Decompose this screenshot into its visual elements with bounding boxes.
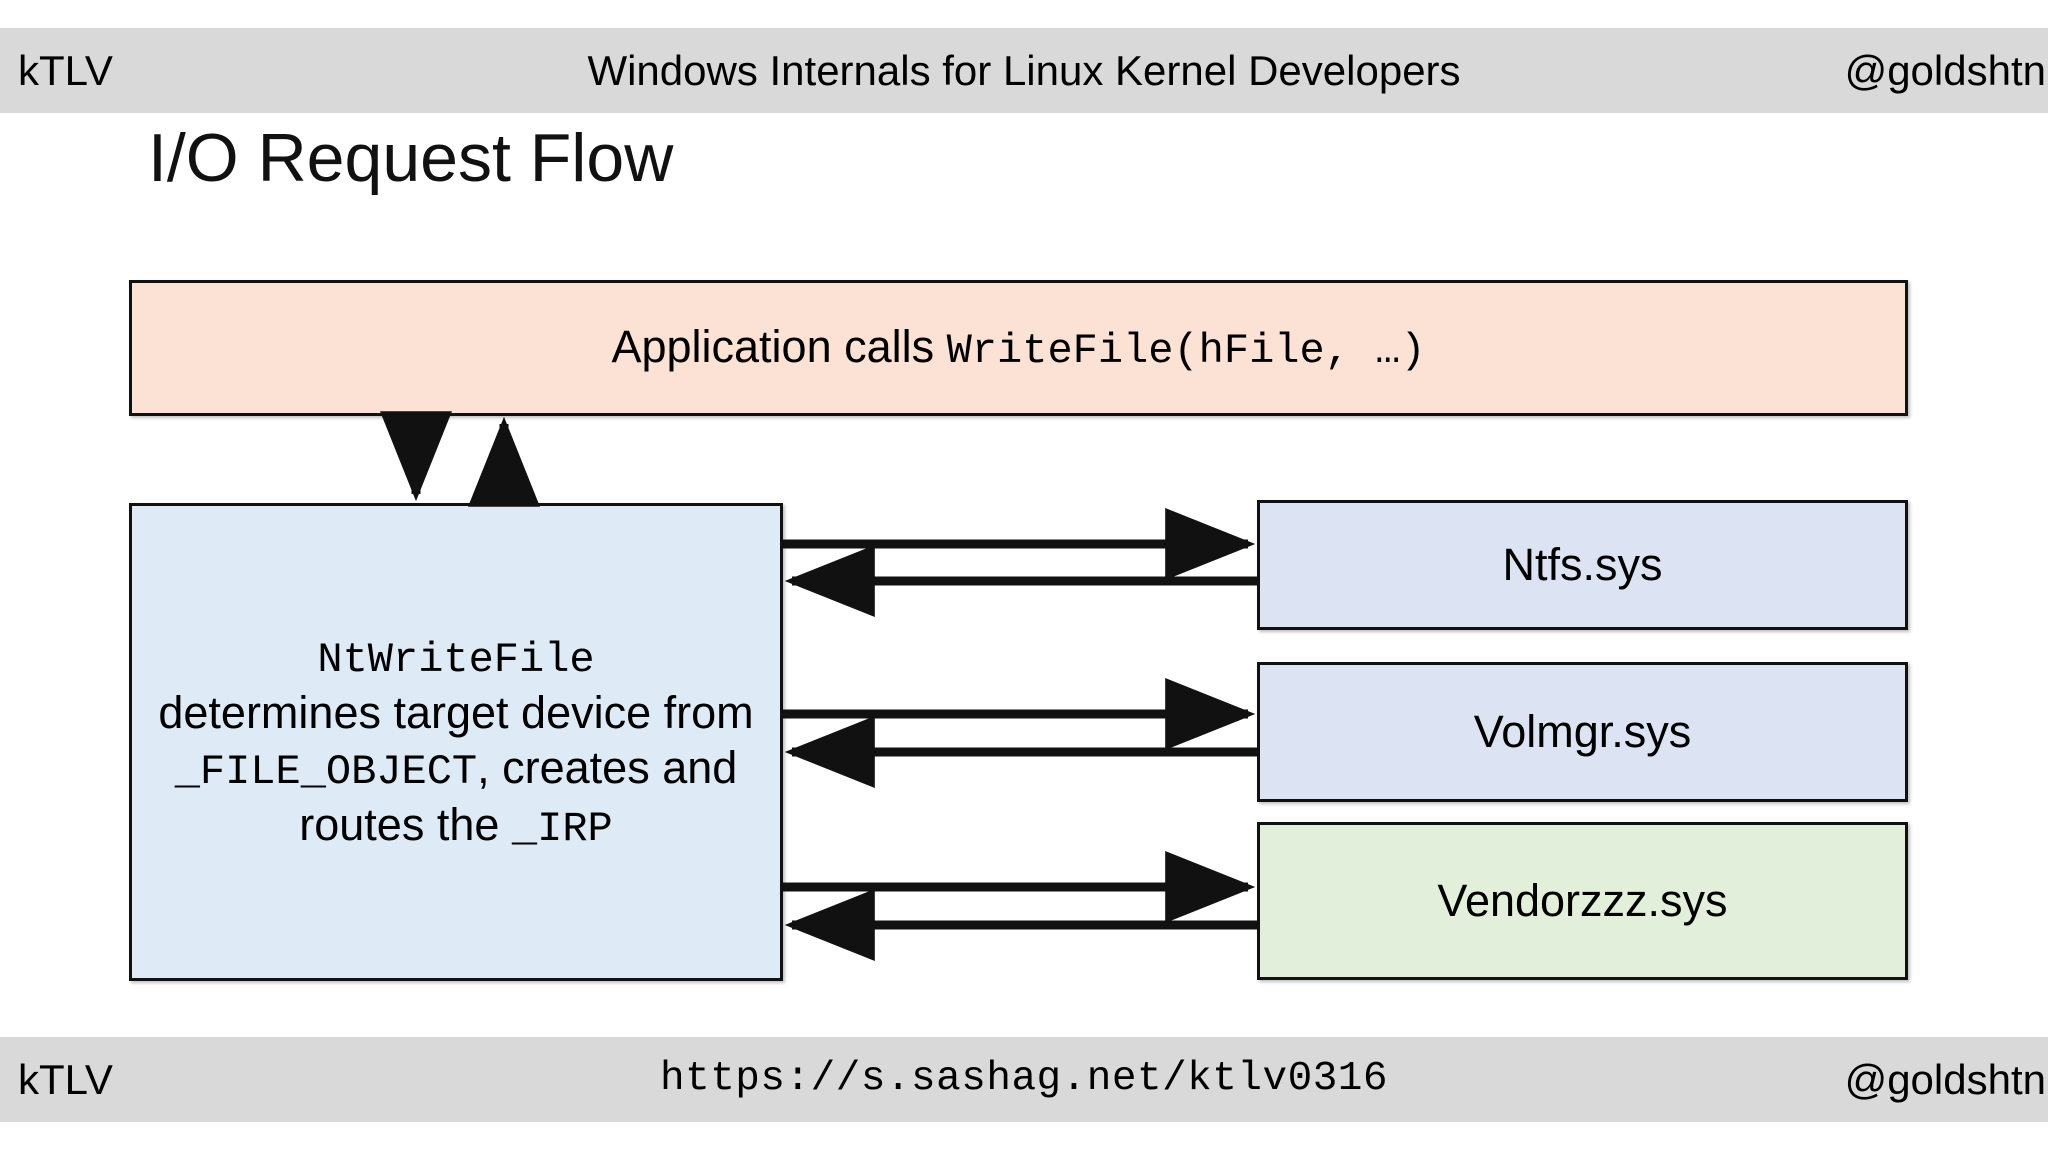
header-center-title: Windows Internals for Linux Kernel Devel…: [587, 46, 1461, 94]
node-driver-volmgr: Volmgr.sys: [1257, 662, 1908, 802]
footer-right-handle: @goldshtn: [1844, 1055, 2046, 1103]
footer-center-url[interactable]: https://s.sashag.net/ktlv0316: [659, 1056, 1389, 1102]
slide-header-bar: kTLV Windows Internals for Linux Kernel …: [0, 28, 2048, 113]
footer-left-label: kTLV: [18, 1055, 113, 1103]
header-right-handle: @goldshtn: [1844, 46, 2046, 94]
driver-label-volmgr: Volmgr.sys: [1473, 706, 1692, 757]
ntwritefile-desc-2: , creates and routes the: [299, 741, 738, 851]
ntwritefile-name: NtWriteFile: [317, 635, 595, 684]
slide-footer-bar: kTLV https://s.sashag.net/ktlv0316 @gold…: [0, 1037, 2048, 1122]
node-application-call: Application calls WriteFile(hFile, …): [129, 280, 1908, 416]
page-title: I/O Request Flow: [148, 120, 674, 196]
app-call-code: WriteFile(hFile, …): [946, 327, 1426, 375]
driver-label-ntfs: Ntfs.sys: [1502, 539, 1663, 590]
node-driver-vendorzzz: Vendorzzz.sys: [1257, 822, 1908, 980]
ntwritefile-desc-1: determines target device from: [158, 686, 754, 738]
node-ntwritefile: NtWriteFile determines target device fro…: [129, 503, 783, 981]
driver-label-vendorzzz: Vendorzzz.sys: [1437, 875, 1728, 926]
irp-code: _IRP: [511, 805, 613, 854]
node-driver-ntfs: Ntfs.sys: [1257, 500, 1908, 630]
header-left-label: kTLV: [18, 46, 113, 94]
file-object-code: _FILE_OBJECT: [174, 747, 478, 796]
app-call-prefix: Application calls: [611, 321, 947, 372]
